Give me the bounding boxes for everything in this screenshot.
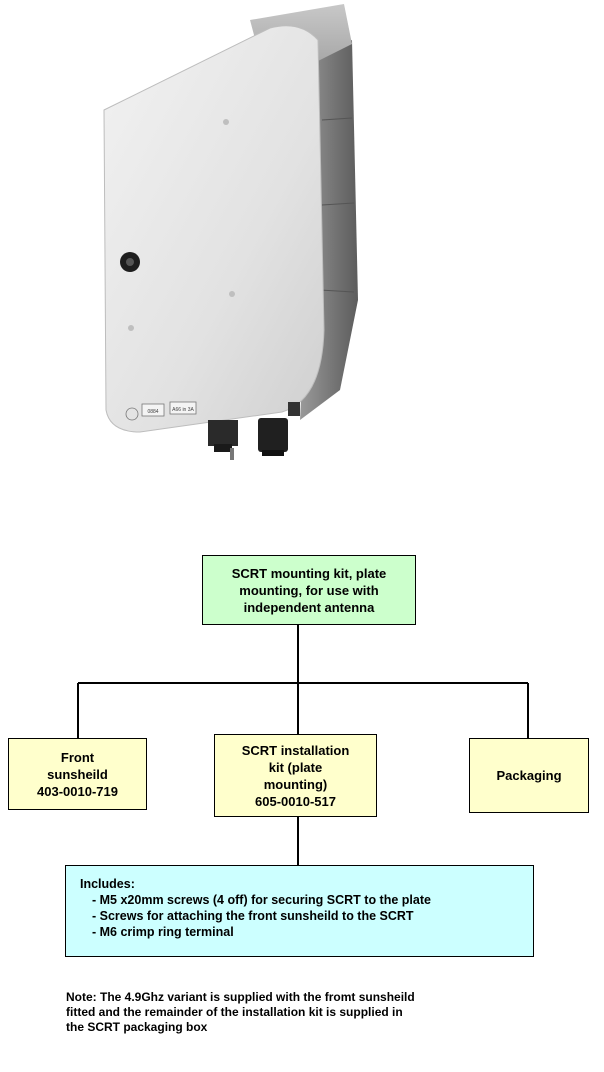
includes-item: - M5 x20mm screws (4 off) for securing S… — [92, 893, 431, 907]
variant-note: Note: The 4.9Ghz variant is supplied wit… — [66, 990, 415, 1034]
scrt-unit-photo: 0884 A66 in 3A — [103, 4, 358, 460]
includes-item: - M6 crimp ring terminal — [92, 925, 234, 939]
child-node-packaging: Packaging — [469, 738, 589, 813]
front-sunshield-label: Front sunsheild 403-0010-719 — [37, 749, 118, 799]
child-node-front-sunshield: Front sunsheild 403-0010-719 — [8, 738, 147, 810]
packaging-label: Packaging — [496, 768, 562, 783]
includes-title: Includes: — [80, 877, 135, 891]
includes-list-box: Includes: - M5 x20mm screws (4 off) for … — [65, 865, 534, 957]
photo-label-left: 0884 — [147, 409, 158, 415]
includes-item: - Screws for attaching the front sunshei… — [92, 909, 414, 923]
photo-label-right: A66 in 3A — [172, 407, 194, 413]
child-node-installation-kit: SCRT installation kit (plate mounting) 6… — [214, 734, 377, 817]
root-node-label: SCRT mounting kit, plate mounting, for u… — [231, 565, 387, 615]
installation-kit-label: SCRT installation kit (plate mounting) 6… — [241, 742, 350, 809]
root-node-mounting-kit: SCRT mounting kit, plate mounting, for u… — [202, 555, 416, 625]
includes-list: - M5 x20mm screws (4 off) for securing S… — [80, 892, 523, 940]
